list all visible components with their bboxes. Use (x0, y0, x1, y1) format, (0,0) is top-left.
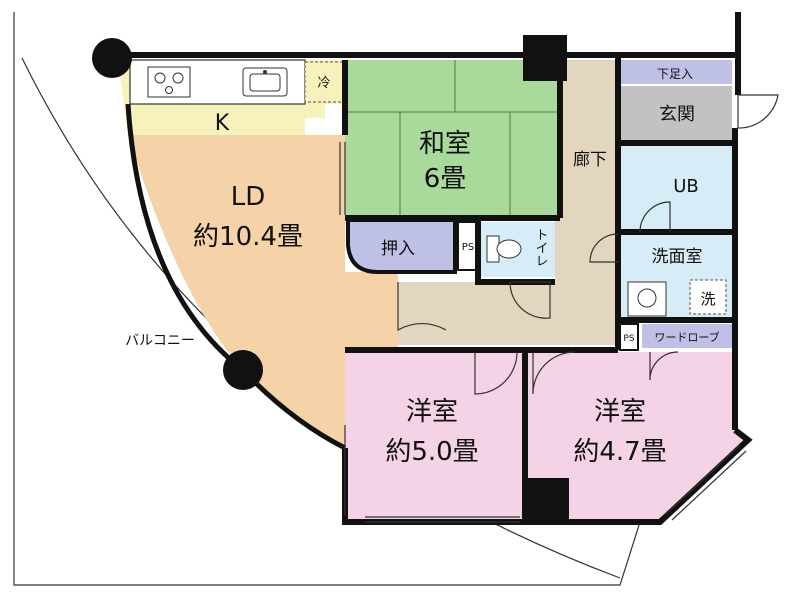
balcony-label: バルコニー (125, 333, 195, 349)
shitaashi-label: 下足入 (657, 67, 693, 81)
shitaashi-floor (618, 60, 732, 84)
stove-icon (147, 66, 191, 98)
wardrobe-floor (642, 324, 732, 348)
tatami-lines (345, 60, 560, 218)
washbasin-icon (627, 281, 667, 317)
wardrobe-label: ワードローブ (654, 330, 719, 344)
bedroom1-label: 洋室 (406, 397, 458, 427)
senmen-label: 洗面室 (652, 247, 703, 267)
genkan-label: 玄関 (659, 104, 695, 125)
windows (339, 142, 747, 523)
toilet-icon (486, 235, 522, 263)
bedroom2-floor (528, 352, 746, 520)
washer-spot (689, 279, 727, 315)
bedroom2-size: 約4.7畳 (573, 437, 666, 467)
ld-label: LD (231, 182, 266, 212)
bedroom2-label: 洋室 (594, 397, 646, 427)
oshiire-floor (346, 218, 457, 274)
sink-icon (242, 67, 288, 97)
hallway-label: 廊下 (573, 150, 607, 170)
washitsu-size: 6畳 (424, 164, 467, 194)
ub-floor (620, 146, 732, 230)
kitchen-label: K (215, 111, 230, 136)
door-swings (397, 94, 779, 395)
oshiire-label: 押入 (381, 239, 415, 259)
toilet-label: トイレ (533, 228, 548, 267)
ld-floor (128, 135, 398, 447)
washer-label: 洗 (700, 290, 715, 308)
fridge-label: 冷 (317, 76, 330, 91)
column-top-left (92, 38, 132, 78)
balcony-rail (13, 12, 641, 586)
column-top (523, 35, 567, 81)
washitsu-floor (345, 60, 560, 218)
ld-size: 約10.4畳 (193, 222, 303, 252)
column-bottom (525, 478, 569, 522)
bedroom1-size: 約5.0畳 (385, 437, 478, 467)
ps2-label: PS (623, 334, 634, 344)
genkan-floor (620, 86, 732, 142)
ps1-label: PS (462, 242, 474, 253)
walls (112, 12, 753, 525)
washitsu-label: 和室 (419, 129, 471, 159)
ub-label: UB (673, 176, 699, 197)
column-mid-left (223, 350, 263, 390)
balcony-area (14, 12, 640, 585)
bedroom1-floor (345, 352, 525, 522)
